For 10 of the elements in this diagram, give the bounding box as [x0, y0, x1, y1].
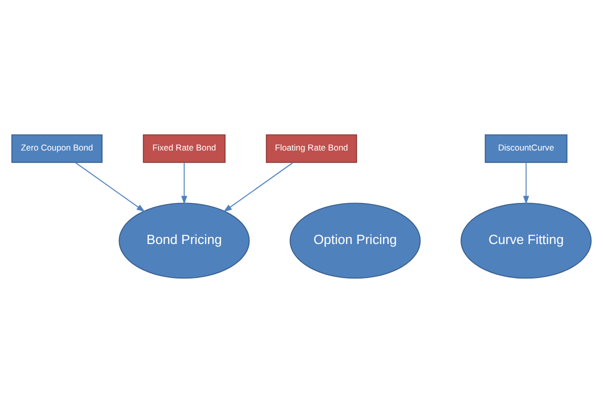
arrow — [523, 161, 530, 204]
arrow — [74, 161, 146, 212]
node-ellipse: Option Pricing — [290, 202, 421, 278]
node-ellipse: Curve Fitting — [460, 202, 592, 278]
node-box: Floating Rate Bond — [266, 134, 358, 162]
arrow — [223, 161, 294, 212]
node-box: DiscountCurve — [484, 134, 568, 162]
node-box: Fixed Rate Bond — [142, 134, 226, 162]
arrow — [181, 161, 188, 204]
node-box: Zero Coupon Bond — [11, 134, 103, 162]
